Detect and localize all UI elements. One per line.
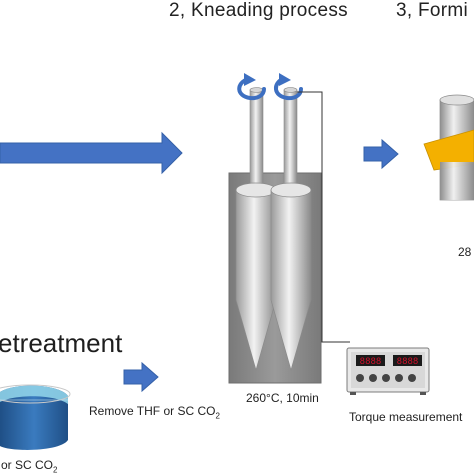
remove-solvent-label: Remove THF or SC CO2 [89, 404, 220, 420]
flow-arrow-icon [0, 131, 183, 175]
remove-label-text: Remove THF or SC CO [89, 404, 216, 418]
heading-forming: 3, Formi [396, 0, 469, 21]
svg-text:8888: 8888 [397, 357, 419, 367]
rotation-arrow-icon [274, 73, 303, 101]
pretreatment-title: etreatment [0, 328, 123, 358]
right-screw [270, 87, 312, 372]
bottom-left-text: or SC CO [1, 458, 54, 472]
torque-meter-icon: 8888 8888 [346, 347, 430, 395]
svg-text:8888: 8888 [360, 357, 382, 367]
left-screw [235, 87, 277, 372]
solution-dish [0, 384, 71, 450]
remove-label-sub: 2 [215, 411, 220, 421]
rotation-arrow-icon [237, 73, 266, 101]
signal-wire [297, 91, 350, 343]
heading-kneading: 2, Kneading process [169, 0, 348, 21]
torque-measurement-label: Torque measurement [349, 410, 463, 424]
forming-temp-label: 28 [458, 245, 472, 259]
bottom-left-label: or SC CO2 [1, 458, 57, 474]
temperature-time-label: 260°C, 10min [246, 391, 319, 405]
flow-arrow-icon [123, 361, 159, 393]
bottom-left-sub: 2 [53, 465, 58, 474]
forming-press [423, 94, 474, 201]
flow-arrow-icon [363, 138, 399, 170]
